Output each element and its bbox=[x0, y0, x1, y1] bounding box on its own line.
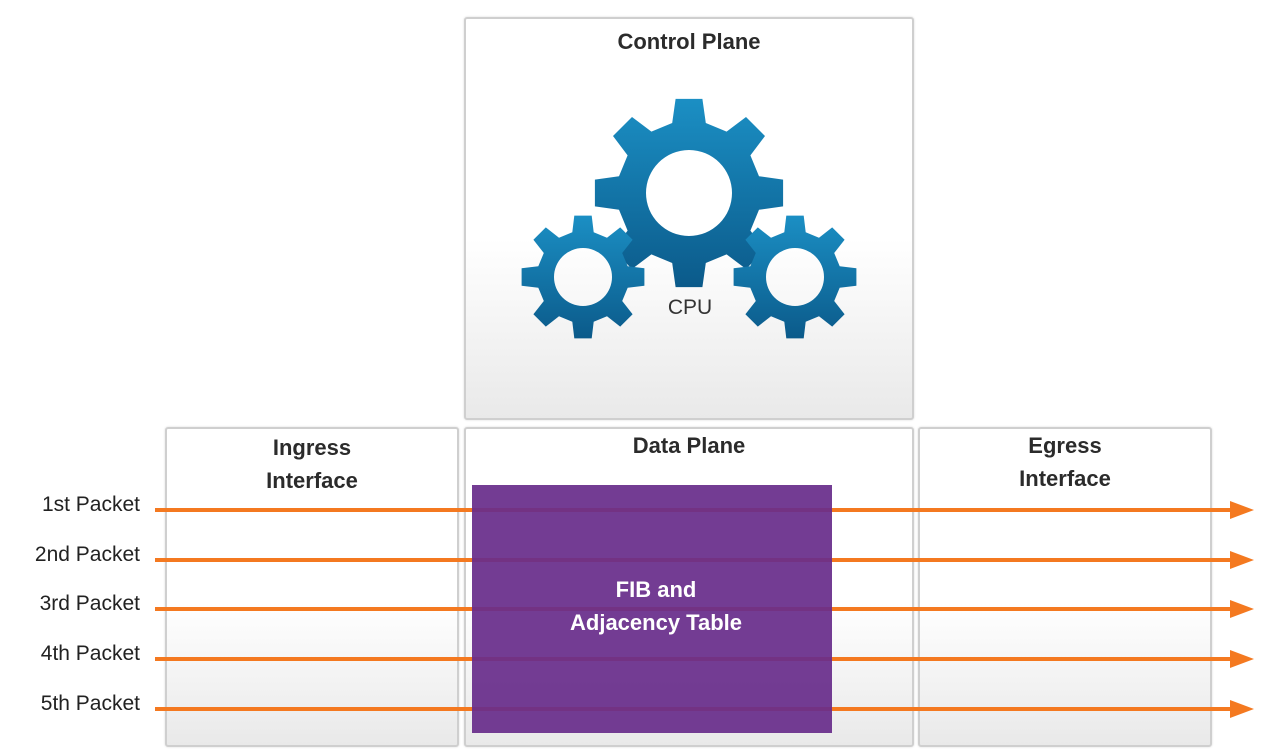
fib-adjacency-table-box bbox=[472, 485, 832, 733]
packet-arrowhead bbox=[1230, 501, 1254, 519]
packet-label: 3rd Packet bbox=[39, 592, 140, 615]
left-gear-icon bbox=[521, 215, 645, 339]
packet-label: 5th Packet bbox=[40, 692, 140, 715]
ingress-interface-panel: Ingress Interface bbox=[165, 427, 459, 747]
large-gear-icon bbox=[594, 98, 784, 288]
packet-arrowhead bbox=[1230, 600, 1254, 618]
ingress-title-line1: Ingress bbox=[272, 435, 352, 460]
ingress-title-line2: Interface bbox=[266, 468, 358, 493]
gears-icon bbox=[521, 98, 857, 339]
egress-title-line1: Egress bbox=[1028, 433, 1102, 458]
right-gear-icon bbox=[733, 215, 857, 339]
control-plane-title: Control Plane bbox=[617, 29, 761, 54]
control-plane-panel: Control Plane bbox=[464, 17, 914, 420]
packet-label: 2nd Packet bbox=[34, 543, 140, 566]
cpu-label: CPU bbox=[667, 296, 713, 319]
fib-adjacency-table-label: FIB and Adjacency Table bbox=[472, 573, 840, 639]
packet-arrowhead bbox=[1230, 700, 1254, 718]
ingress-interface-title: Ingress Interface bbox=[167, 431, 457, 497]
packet-label: 4th Packet bbox=[40, 642, 140, 665]
packet-arrowhead bbox=[1230, 551, 1254, 569]
packet-arrowhead bbox=[1230, 650, 1254, 668]
egress-interface-title: Egress Interface bbox=[920, 429, 1210, 495]
data-plane-title: Data Plane bbox=[632, 433, 746, 458]
fib-label-line2: Adjacency Table bbox=[570, 610, 742, 635]
packet-label: 1st Packet bbox=[41, 493, 140, 516]
egress-title-line2: Interface bbox=[1019, 466, 1111, 491]
egress-interface-panel: Egress Interface bbox=[918, 427, 1212, 747]
fib-label-line1: FIB and bbox=[615, 577, 697, 602]
